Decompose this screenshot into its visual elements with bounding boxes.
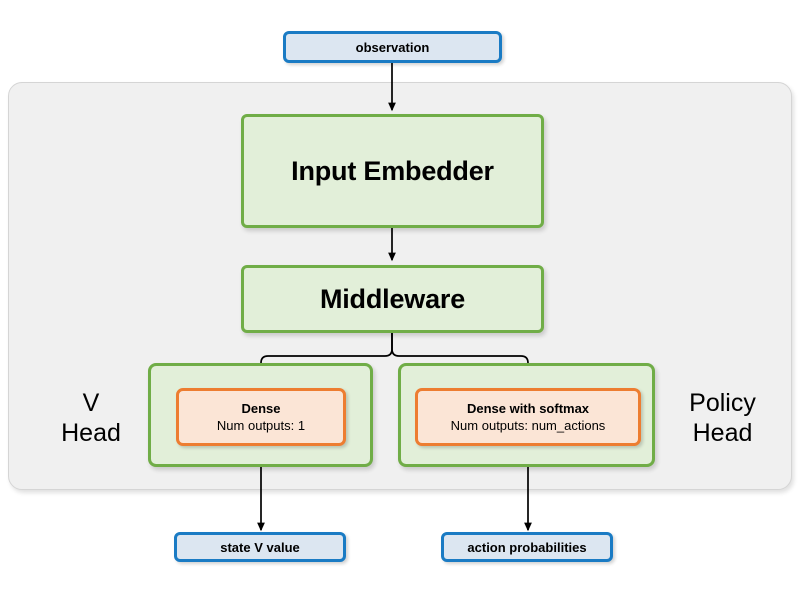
policy-head-caption-label: Policy Head (689, 389, 756, 447)
v-head-dense-node: Dense Num outputs: 1 (176, 388, 346, 446)
v-head-dense-subtitle: Num outputs: 1 (216, 418, 306, 433)
v-head-caption: V Head (36, 383, 146, 453)
policy-head-dense-title: Dense with softmax (466, 401, 590, 416)
policy-head-dense-node: Dense with softmax Num outputs: num_acti… (415, 388, 641, 446)
middleware-label: Middleware (319, 283, 466, 314)
action-probabilities-label: action probabilities (467, 539, 587, 555)
observation-node: observation (283, 31, 502, 63)
input-embedder-label: Input Embedder (291, 155, 494, 186)
v-head-caption-label: V Head (61, 389, 121, 447)
policy-head-dense-subtitle: Num outputs: num_actions (450, 418, 606, 433)
input-embedder-node: Input Embedder (241, 114, 544, 228)
observation-label: observation (355, 39, 430, 55)
middleware-node: Middleware (241, 265, 544, 333)
state-v-value-label: state V value (220, 539, 300, 555)
policy-head-caption: Policy Head (660, 383, 785, 453)
action-probabilities-node: action probabilities (441, 532, 613, 562)
v-head-dense-title: Dense (241, 401, 281, 416)
state-v-value-node: state V value (174, 532, 346, 562)
